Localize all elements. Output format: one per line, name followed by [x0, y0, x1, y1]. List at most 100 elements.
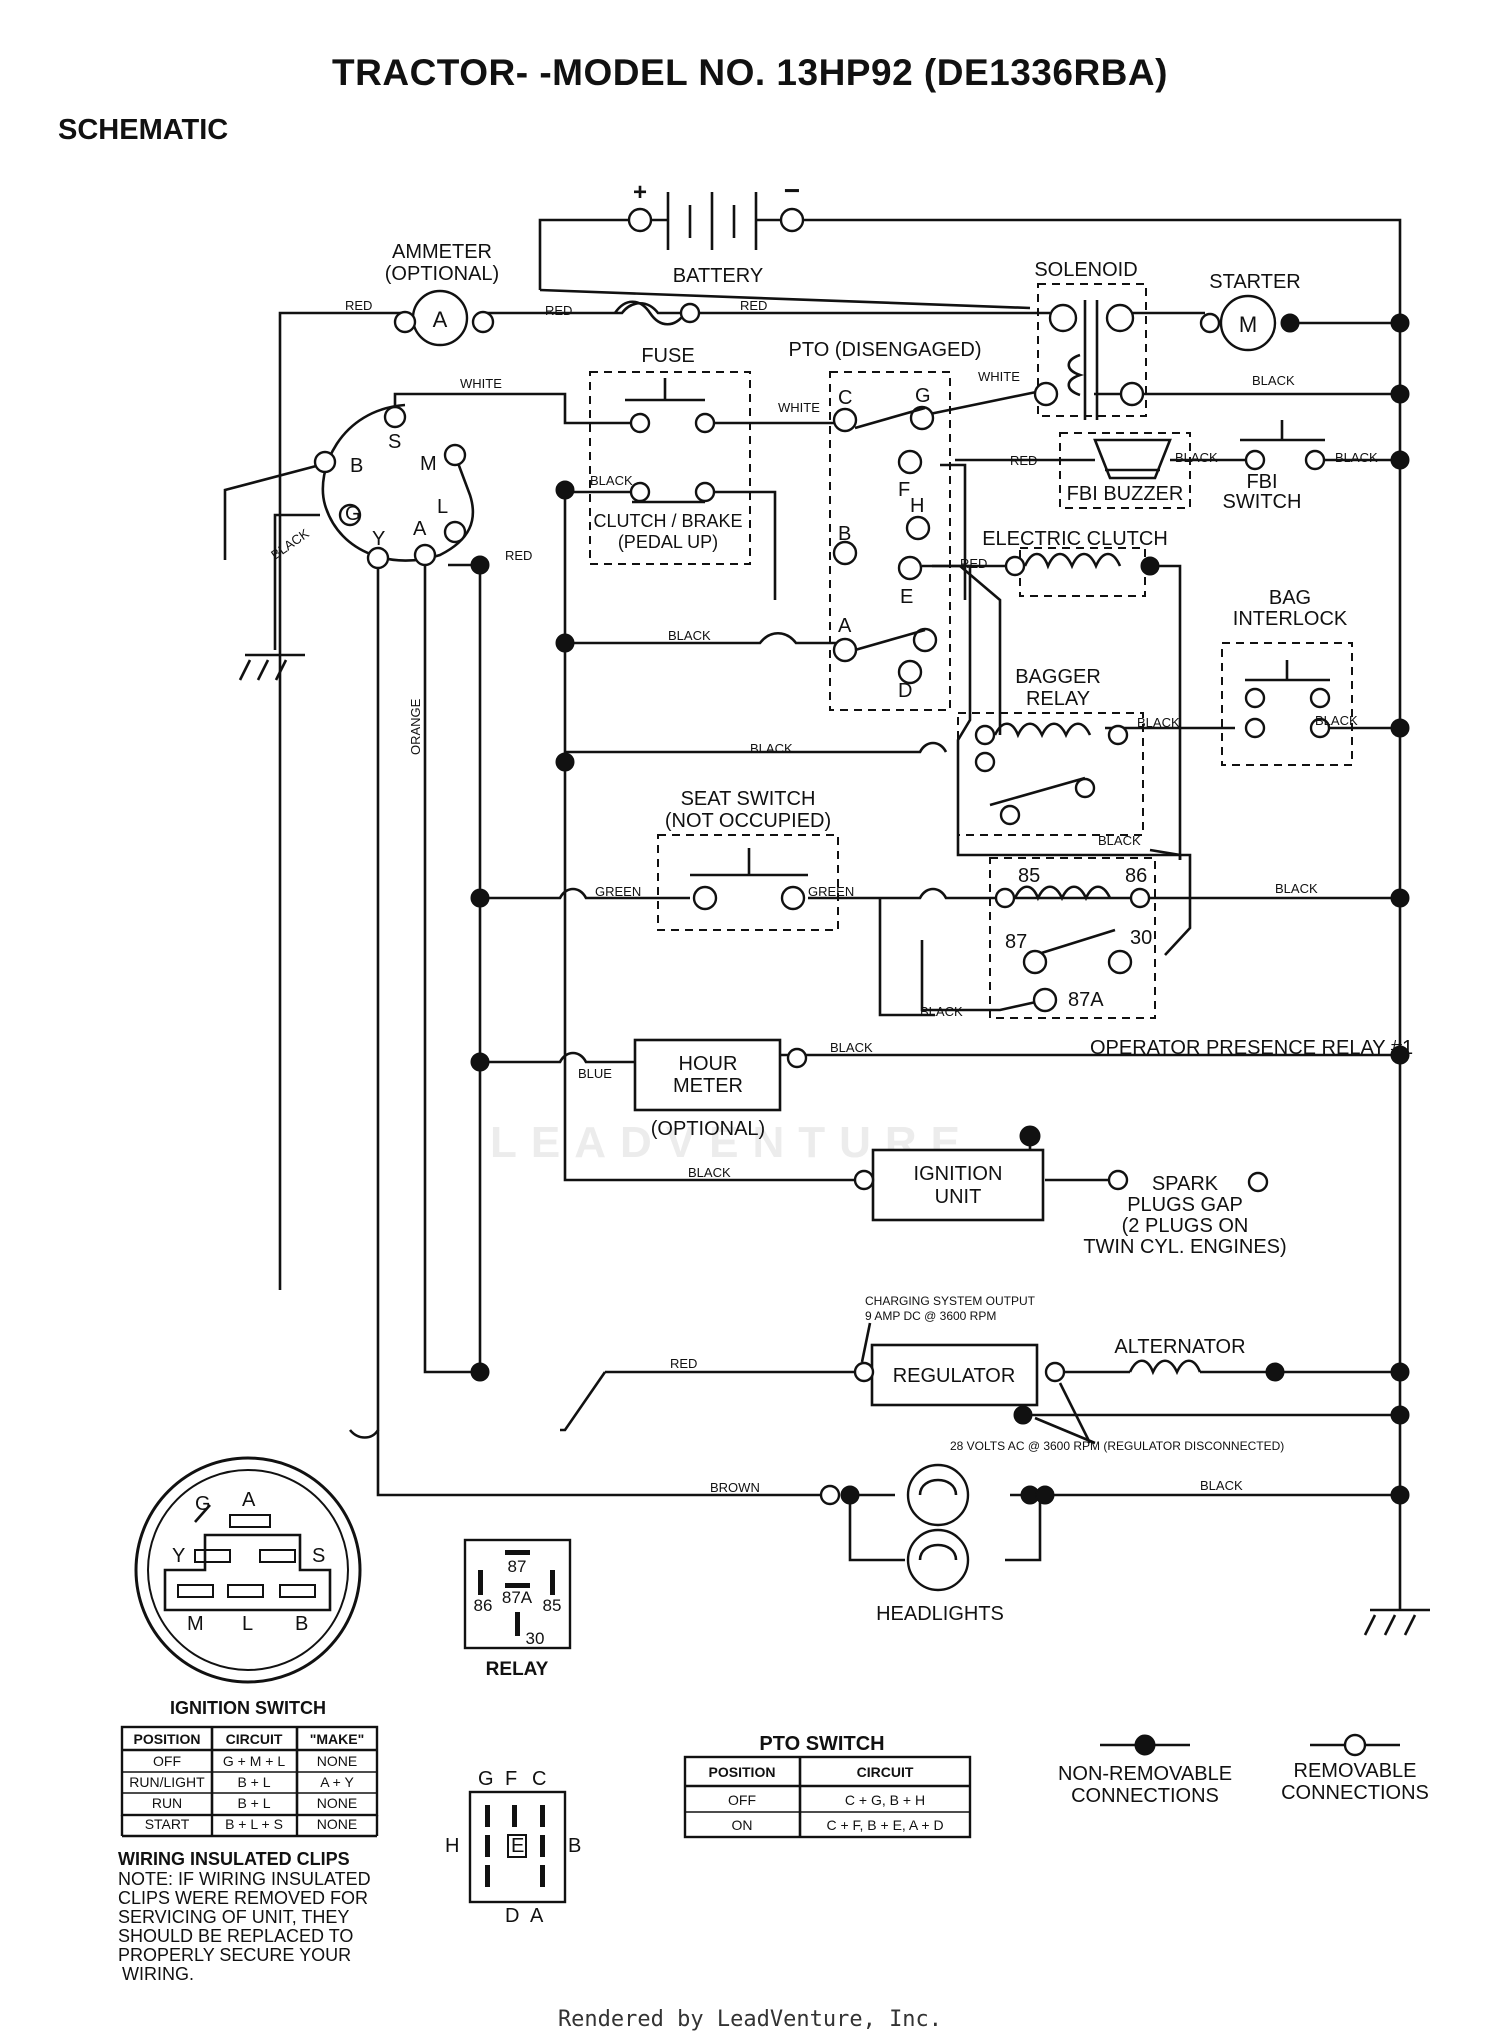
pto-terminal-a: A: [838, 615, 852, 637]
hour-meter-optional-label: (OPTIONAL): [651, 1118, 765, 1140]
ignition-terminal-y: Y: [372, 528, 385, 550]
wire-label-orange: ORANGE: [408, 698, 423, 755]
bagger-relay: BAGGER RELAY: [974, 666, 1129, 826]
pto-label: PTO (DISENGAGED): [789, 339, 982, 361]
pto-plug-b: B: [568, 1835, 581, 1857]
electric-clutch: ELECTRIC CLUTCH: [982, 528, 1168, 577]
relay-terminal-87a: 87A: [1068, 989, 1104, 1011]
ignition-table-header-make: "MAKE": [310, 1731, 365, 1747]
wire-label-black-2: BLACK: [590, 473, 633, 488]
legend-removable-2: CONNECTIONS: [1281, 1782, 1429, 1804]
bus-junctions: [470, 313, 1410, 1505]
pto-table-cell: C + G, B + H: [845, 1792, 925, 1808]
legend-non-removable: NON-REMOVABLE: [1058, 1763, 1232, 1785]
pto-plug-e: E: [511, 1835, 524, 1857]
pto-table-cell: C + F, B + E, A + D: [826, 1817, 943, 1833]
wire-label-red-4: RED: [1010, 453, 1037, 468]
clutch-brake-pedal-label: (PEDAL UP): [618, 532, 718, 552]
wire-label-white-1: WHITE: [460, 376, 502, 391]
ammeter-symbol: A: [433, 307, 448, 332]
spark-plugs-gap-label: PLUGS GAP: [1127, 1194, 1243, 1216]
relay-terminal-87: 87: [1005, 931, 1027, 953]
battery-plus-label: +: [633, 179, 647, 206]
hour-meter-label-2: METER: [673, 1075, 743, 1097]
plug-letter-m: M: [187, 1613, 204, 1635]
clips-line: WIRING.: [122, 1964, 194, 1984]
relay-pin-30: 30: [526, 1629, 545, 1648]
clutch-brake-switch: CLUTCH / BRAKE (PEDAL UP): [593, 378, 743, 552]
wire-label-black-5: BLACK: [668, 628, 711, 643]
regulator-label: REGULATOR: [893, 1365, 1016, 1387]
wire-label-black-10: BLACK: [1275, 881, 1318, 896]
clutch-brake-label: CLUTCH / BRAKE: [593, 511, 742, 531]
alternator-label: ALTERNATOR: [1114, 1336, 1245, 1358]
pto-switch: PTO (DISENGAGED) C G F H B E A D: [789, 339, 982, 702]
pto-plug-h: H: [445, 1835, 459, 1857]
wire-label-black-4: BLACK: [1335, 450, 1378, 465]
battery: + − BATTERY: [627, 175, 805, 287]
ignition-unit: IGNITION UNIT: [853, 1125, 1045, 1222]
ignition-table-cell: B + L: [237, 1774, 270, 1790]
pto-terminal-g: G: [915, 385, 931, 407]
ignition-unit-label: IGNITION: [914, 1163, 1003, 1185]
ac-output-label: 28 VOLTS AC @ 3600 RPM (REGULATOR DISCON…: [950, 1439, 1284, 1453]
wire-label-black-1: BLACK: [1252, 373, 1295, 388]
ammeter-optional-label: (OPTIONAL): [385, 263, 499, 285]
legend-non-removable-2: CONNECTIONS: [1071, 1785, 1219, 1807]
footer-credit: Rendered by LeadVenture, Inc.: [557, 2007, 943, 2032]
plug-letter-l: L: [242, 1613, 253, 1635]
ammeter-label: AMMETER: [392, 241, 492, 263]
spark-plugs-note-2: TWIN CYL. ENGINES): [1083, 1236, 1286, 1258]
wire-label-brown: BROWN: [710, 1480, 760, 1495]
seat-switch: SEAT SWITCH (NOT OCCUPIED): [665, 788, 831, 911]
pto-terminal-f: F: [898, 479, 910, 501]
fbi-buzzer-label: FBI BUZZER: [1067, 483, 1184, 505]
wiring-clips-note: WIRING INSULATED CLIPS NOTE: IF WIRING I…: [118, 1849, 371, 1984]
ammeter: A AMMETER (OPTIONAL): [385, 241, 499, 347]
pto-table-header-position: POSITION: [709, 1764, 776, 1780]
charging-output-rating: 9 AMP DC @ 3600 RPM: [865, 1309, 996, 1323]
ignition-switch-title: IGNITION SWITCH: [170, 1698, 326, 1718]
ignition-switch-terminals: B S M G L Y A: [313, 403, 475, 570]
ignition-terminal-s: S: [388, 431, 401, 453]
wire-label-red-1: RED: [345, 298, 372, 313]
relay-title: RELAY: [486, 1659, 549, 1680]
wire-label-white-3: WHITE: [978, 369, 1020, 384]
pto-table-title: PTO SWITCH: [759, 1733, 884, 1755]
clips-title: WIRING INSULATED CLIPS: [118, 1849, 350, 1869]
seat-switch-label: SEAT SWITCH: [681, 788, 816, 810]
spark-plugs: SPARK PLUGS GAP (2 PLUGS ON TWIN CYL. EN…: [1083, 1169, 1287, 1258]
ignition-table-cell: G + M + L: [223, 1753, 285, 1769]
wire-label-black-13: BLACK: [688, 1165, 731, 1180]
clips-line: SERVICING OF UNIT, THEY: [118, 1907, 349, 1927]
wire-label-black-11: BLACK: [920, 1004, 963, 1019]
ignition-table-header-circuit: CIRCUIT: [226, 1731, 283, 1747]
bag-interlock-label: BAG: [1269, 587, 1311, 609]
ignition-table-cell: START: [145, 1816, 190, 1832]
fuse: FUSE: [613, 300, 701, 367]
starter: M STARTER: [1199, 271, 1301, 352]
bagger-relay-label: BAGGER: [1015, 666, 1101, 688]
fbi-switch-label-2: SWITCH: [1223, 491, 1302, 513]
pto-plug-c: C: [532, 1768, 546, 1790]
pto-table-header-circuit: CIRCUIT: [857, 1764, 914, 1780]
pto-table-cell: OFF: [728, 1792, 756, 1808]
plug-letter-s: S: [312, 1545, 325, 1567]
starter-symbol: M: [1239, 312, 1257, 337]
bag-interlock-label-2: INTERLOCK: [1233, 608, 1348, 630]
operator-presence-relay-label: OPERATOR PRESENCE RELAY #1: [1090, 1037, 1413, 1059]
wire-label-red-6: RED: [960, 556, 987, 571]
ignition-table-cell: A + Y: [320, 1774, 354, 1790]
regulator: REGULATOR CHARGING SYSTEM OUTPUT 9 AMP D…: [853, 1294, 1284, 1453]
wire-label-red-3: RED: [740, 298, 767, 313]
starter-label: STARTER: [1209, 271, 1301, 293]
seat-switch-occupied-label: (NOT OCCUPIED): [665, 810, 831, 832]
wire-label-blue: BLUE: [578, 1066, 612, 1081]
wires: [223, 218, 1430, 1636]
dashed-enclosures: [589, 283, 1353, 1019]
ignition-terminal-g: G: [345, 503, 361, 525]
ignition-terminal-b: B: [350, 455, 363, 477]
wire-label-red-2: RED: [545, 303, 572, 318]
fbi-switch: FBI SWITCH: [1223, 420, 1326, 513]
ignition-table-cell: RUN: [152, 1795, 182, 1811]
